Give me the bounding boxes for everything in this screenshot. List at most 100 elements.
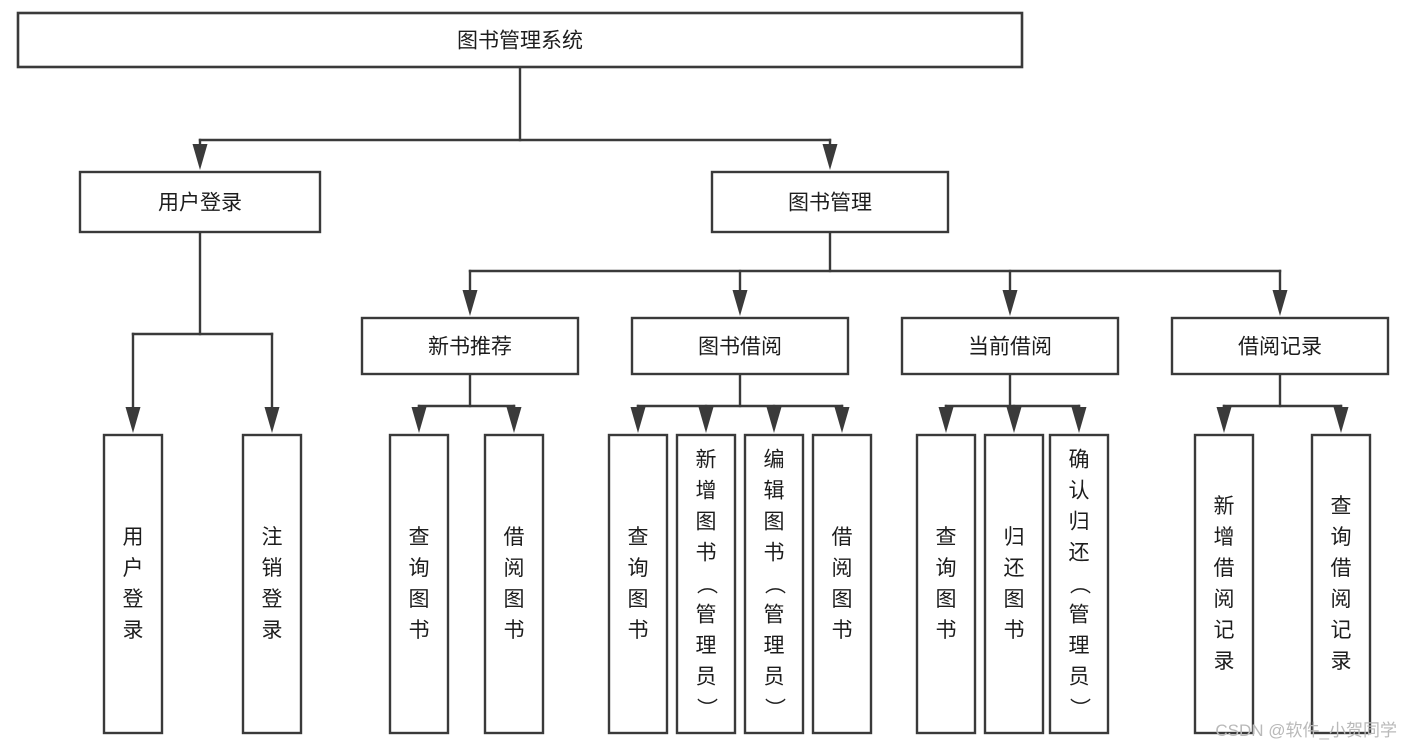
node-box[interactable] <box>388 433 450 735</box>
node-label-char: 图 <box>1004 588 1025 611</box>
node-label-char: 阅 <box>504 557 525 580</box>
node-box[interactable] <box>630 316 850 376</box>
node-label-char: 书 <box>1004 619 1025 642</box>
node-label-char: 用 <box>123 526 144 549</box>
arrow-head-icon <box>822 144 838 170</box>
node-leaf-user-login[interactable]: 用户登录 <box>102 433 164 735</box>
node-box[interactable] <box>811 433 873 735</box>
connector-group <box>630 372 850 433</box>
node-label-char: 记 <box>1331 619 1352 642</box>
node-label-char: 员 <box>764 666 785 689</box>
node-label-char: 书 <box>764 542 785 565</box>
node-root[interactable]: 图书管理系统 <box>16 11 1024 69</box>
node-label-char: （ <box>695 574 718 595</box>
connector-group <box>411 372 522 433</box>
connector-group <box>192 65 838 170</box>
node-label-char: 新 <box>1214 495 1235 518</box>
node-box[interactable] <box>915 433 977 735</box>
node-label-char: 录 <box>123 619 144 642</box>
node-label-char: 查 <box>409 526 430 549</box>
node-label-char: 员 <box>1069 666 1090 689</box>
node-box[interactable] <box>360 316 580 376</box>
node-label: 借阅记录 <box>1238 336 1322 359</box>
node-box[interactable] <box>16 11 1024 69</box>
arrow-head-icon <box>462 290 478 316</box>
node-box[interactable] <box>900 316 1120 376</box>
node-box[interactable] <box>1193 433 1255 735</box>
node-box[interactable] <box>1048 433 1110 735</box>
node-label-char: 书 <box>696 542 717 565</box>
node-label-char: 辑 <box>764 480 785 503</box>
node-label-char: 注 <box>262 526 283 549</box>
node-borrow-record[interactable]: 借阅记录 <box>1170 316 1390 376</box>
node-label-char: 借 <box>504 526 525 549</box>
arrow-head-icon <box>1272 290 1288 316</box>
node-label-char: 还 <box>1004 557 1025 580</box>
node-box[interactable] <box>102 433 164 735</box>
node-box[interactable] <box>710 170 950 234</box>
node-label-char: 询 <box>628 557 649 580</box>
node-label-char: 户 <box>123 557 144 580</box>
node-label-char: （ <box>1068 574 1091 595</box>
node-box[interactable] <box>483 433 545 735</box>
arrow-head-icon <box>1333 407 1349 433</box>
node-label-char: 认 <box>1069 480 1090 503</box>
node-box[interactable] <box>1310 433 1372 735</box>
node-label: 图书借阅 <box>698 336 782 359</box>
node-label-char: 销 <box>262 557 283 580</box>
node-label-char: 确 <box>1069 449 1090 472</box>
node-label-char: （ <box>763 574 786 595</box>
node-label-char: 借 <box>832 526 853 549</box>
arrow-head-icon <box>732 290 748 316</box>
node-box[interactable] <box>241 433 303 735</box>
arrow-head-icon <box>506 407 522 433</box>
node-label-char: 图 <box>696 511 717 534</box>
connector-group <box>1216 372 1349 433</box>
node-box[interactable] <box>983 433 1045 735</box>
node-label-char: 图 <box>504 588 525 611</box>
node-book-borrow[interactable]: 图书借阅 <box>630 316 850 376</box>
node-user-login[interactable]: 用户登录 <box>78 170 322 234</box>
arrow-head-icon <box>1006 407 1022 433</box>
node-box[interactable] <box>675 433 737 735</box>
node-box[interactable] <box>1170 316 1390 376</box>
node-label-char: 录 <box>1331 650 1352 673</box>
node-label-char: 借 <box>1331 557 1352 580</box>
node-box[interactable] <box>78 170 322 234</box>
node-current-borrow[interactable]: 当前借阅 <box>900 316 1120 376</box>
node-label-char: 书 <box>936 619 957 642</box>
node-box[interactable] <box>607 433 669 735</box>
node-box[interactable] <box>743 433 805 735</box>
node-label-char: 书 <box>832 619 853 642</box>
node-label-char: ） <box>695 698 718 719</box>
node-label: 新书推荐 <box>428 336 512 359</box>
node-new-book-recommend[interactable]: 新书推荐 <box>360 316 580 376</box>
connector-group <box>125 230 280 433</box>
connector-group <box>462 230 1288 316</box>
arrow-head-icon <box>766 407 782 433</box>
arrow-head-icon <box>411 407 427 433</box>
connector-group <box>938 372 1087 433</box>
node-label-char: 阅 <box>832 557 853 580</box>
node-label: 用户登录 <box>123 526 144 642</box>
node-label-char: 查 <box>628 526 649 549</box>
nodes-layer: 图书管理系统用户登录图书管理新书推荐图书借阅当前借阅借阅记录用户登录注销登录查询… <box>16 11 1390 735</box>
node-book-manage[interactable]: 图书管理 <box>710 170 950 234</box>
node-label-char: 登 <box>123 588 144 611</box>
